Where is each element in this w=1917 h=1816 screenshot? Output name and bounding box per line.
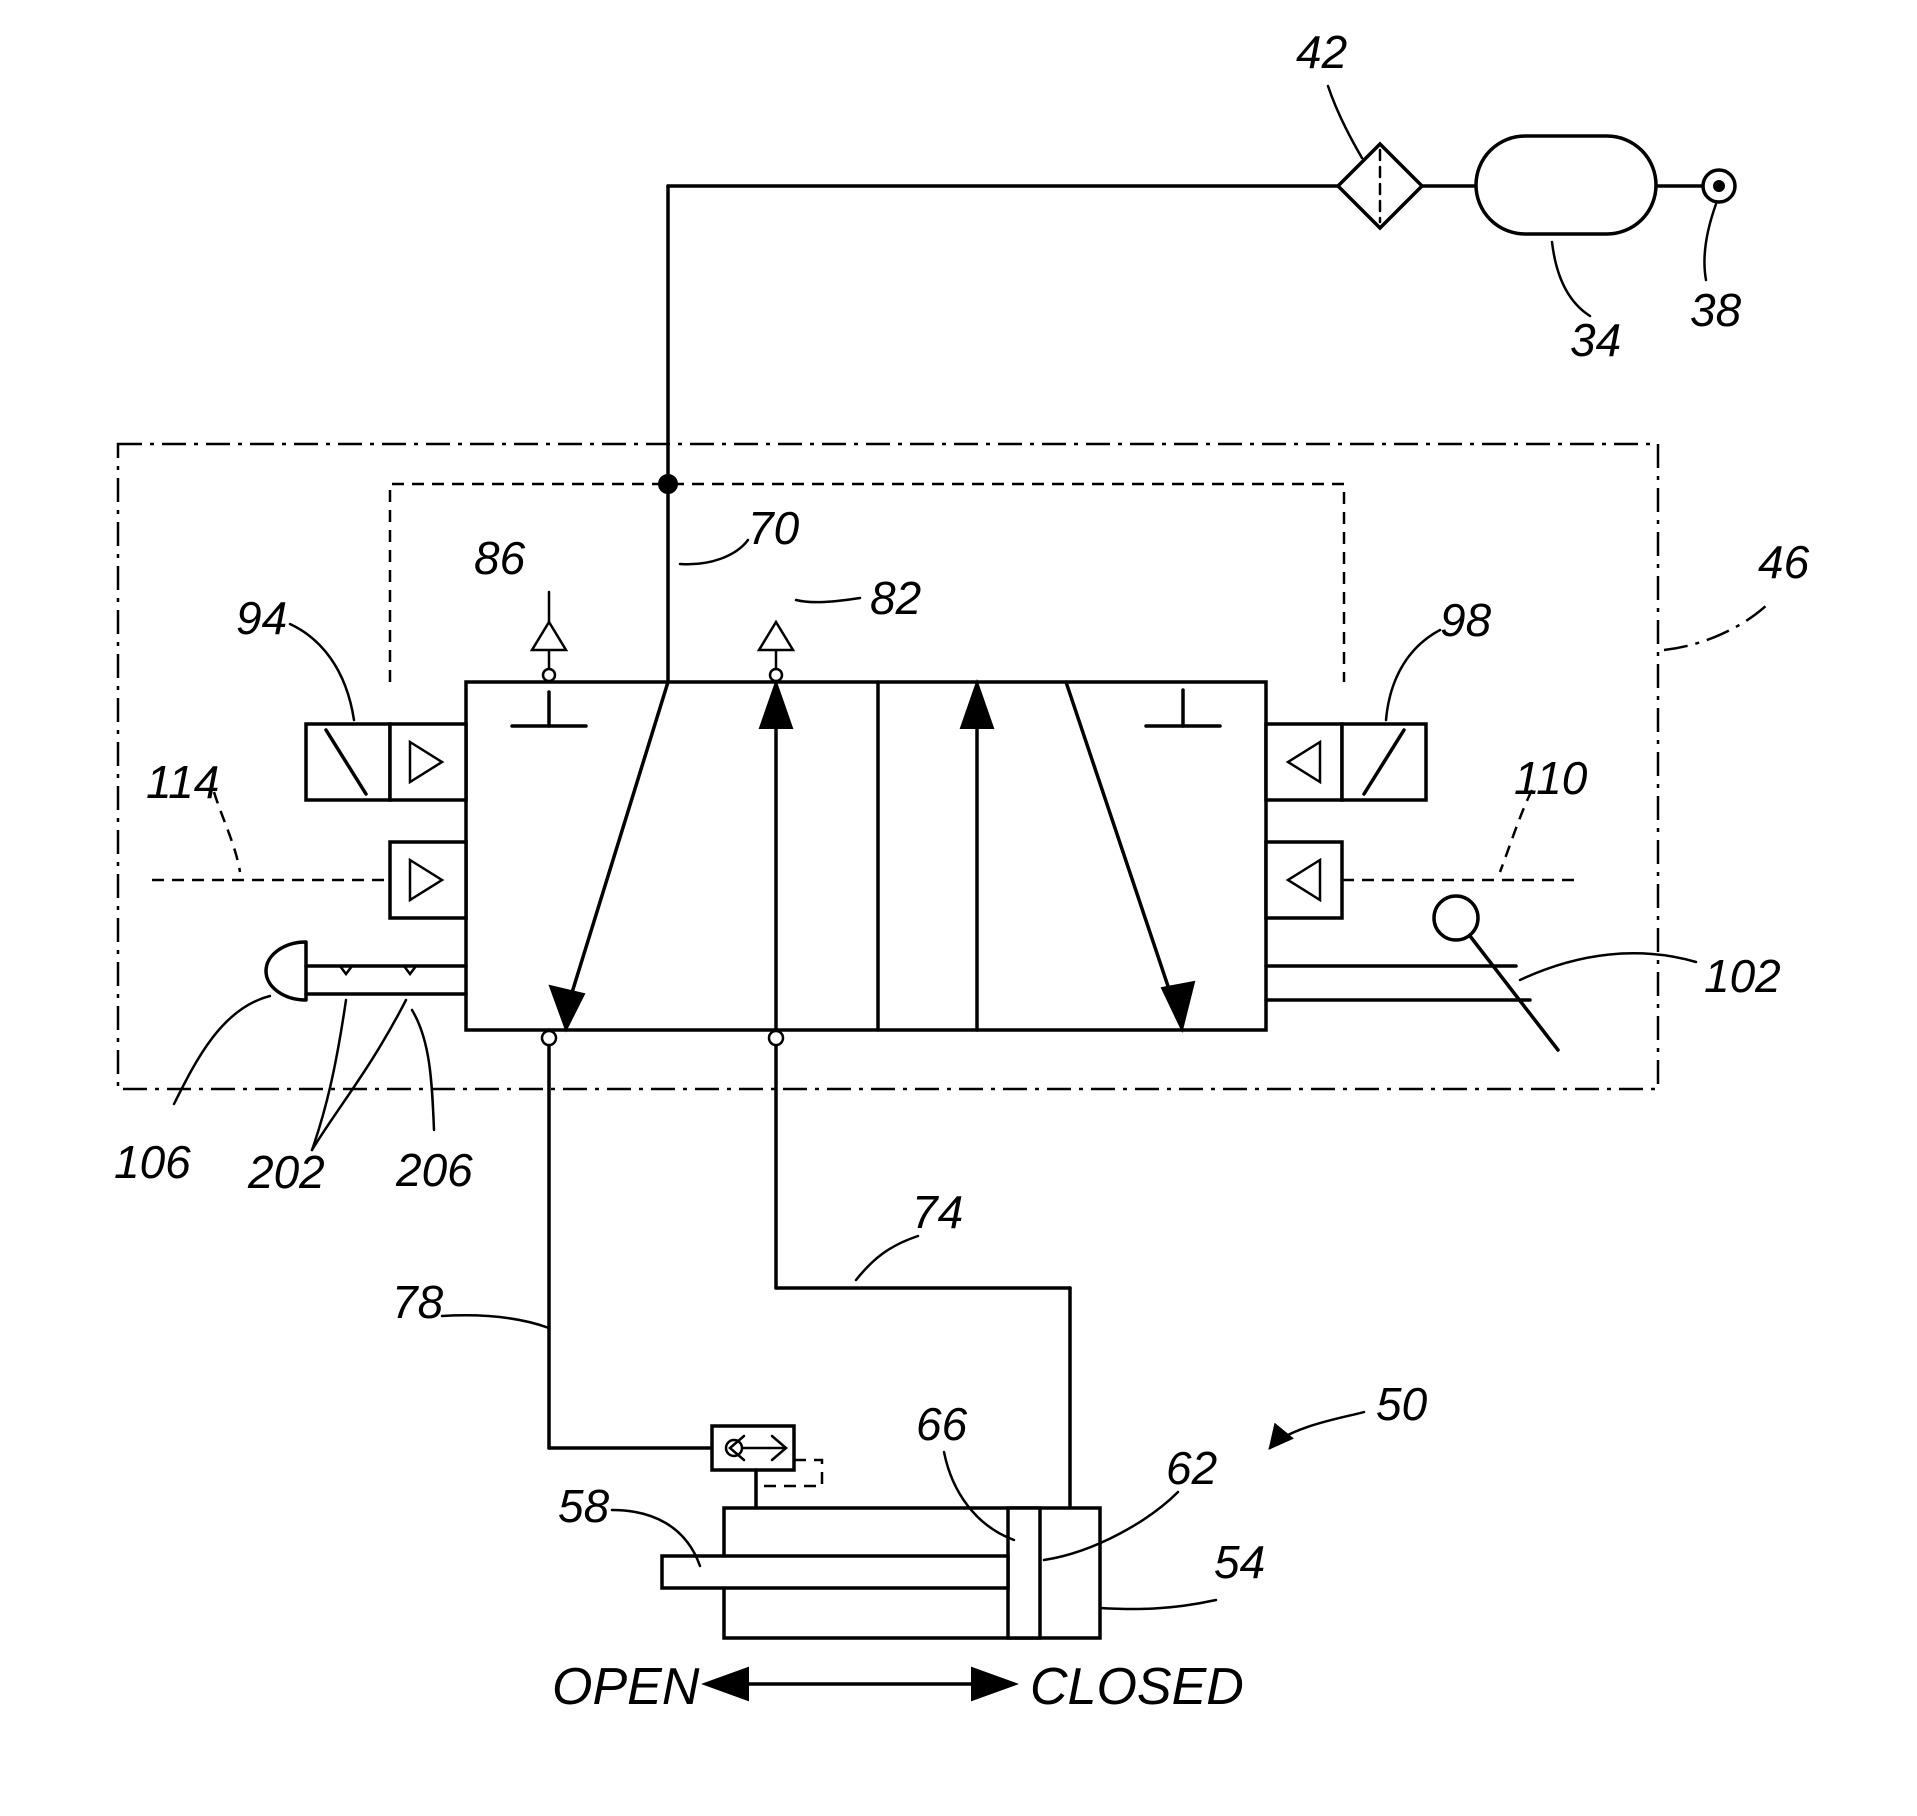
directional-valve xyxy=(466,682,1266,1030)
label-66: 66 xyxy=(916,1398,968,1450)
label-46: 46 xyxy=(1758,536,1810,588)
pilot-line xyxy=(390,484,1344,682)
label-62: 62 xyxy=(1166,1442,1217,1494)
label-106: 106 xyxy=(114,1136,191,1188)
solenoid-actuator-98 xyxy=(1266,724,1426,800)
label-82: 82 xyxy=(870,572,921,624)
label-98: 98 xyxy=(1440,594,1492,646)
pilot-actuator-left xyxy=(152,842,466,918)
direction-indicator xyxy=(704,1668,1016,1700)
air-reservoir-tank xyxy=(1476,136,1656,234)
label-74: 74 xyxy=(912,1186,963,1238)
exhaust-port-82 xyxy=(759,622,793,682)
working-line-78 xyxy=(542,1030,712,1448)
piston xyxy=(1008,1508,1040,1638)
filter-symbol xyxy=(1338,144,1422,228)
pressure-source-symbol xyxy=(1703,170,1735,202)
pilot-actuator-right xyxy=(1266,842,1580,918)
pneumatic-cylinder xyxy=(662,1508,1100,1638)
closed-label: CLOSED xyxy=(1030,1658,1244,1716)
piston-rod xyxy=(662,1556,1008,1588)
label-110: 110 xyxy=(1514,752,1588,804)
label-202: 202 xyxy=(247,1146,325,1198)
exhaust-port-86 xyxy=(532,622,566,682)
open-label: OPEN xyxy=(552,1658,700,1716)
shuttle-valve-symbol xyxy=(712,1426,822,1508)
manual-push-button-106 xyxy=(266,942,466,1000)
solenoid-actuator-94 xyxy=(306,724,466,800)
label-58: 58 xyxy=(558,1480,610,1532)
label-42: 42 xyxy=(1296,26,1347,78)
supply-line xyxy=(659,186,1706,682)
label-54: 54 xyxy=(1214,1536,1265,1588)
label-70: 70 xyxy=(748,502,800,554)
label-206: 206 xyxy=(395,1144,473,1196)
label-50: 50 xyxy=(1376,1378,1428,1430)
label-38: 38 xyxy=(1690,284,1742,336)
label-94: 94 xyxy=(236,592,287,644)
label-102: 102 xyxy=(1704,950,1781,1002)
label-86: 86 xyxy=(474,532,526,584)
label-34: 34 xyxy=(1570,314,1621,366)
label-114: 114 xyxy=(146,756,219,808)
label-78: 78 xyxy=(392,1276,444,1328)
